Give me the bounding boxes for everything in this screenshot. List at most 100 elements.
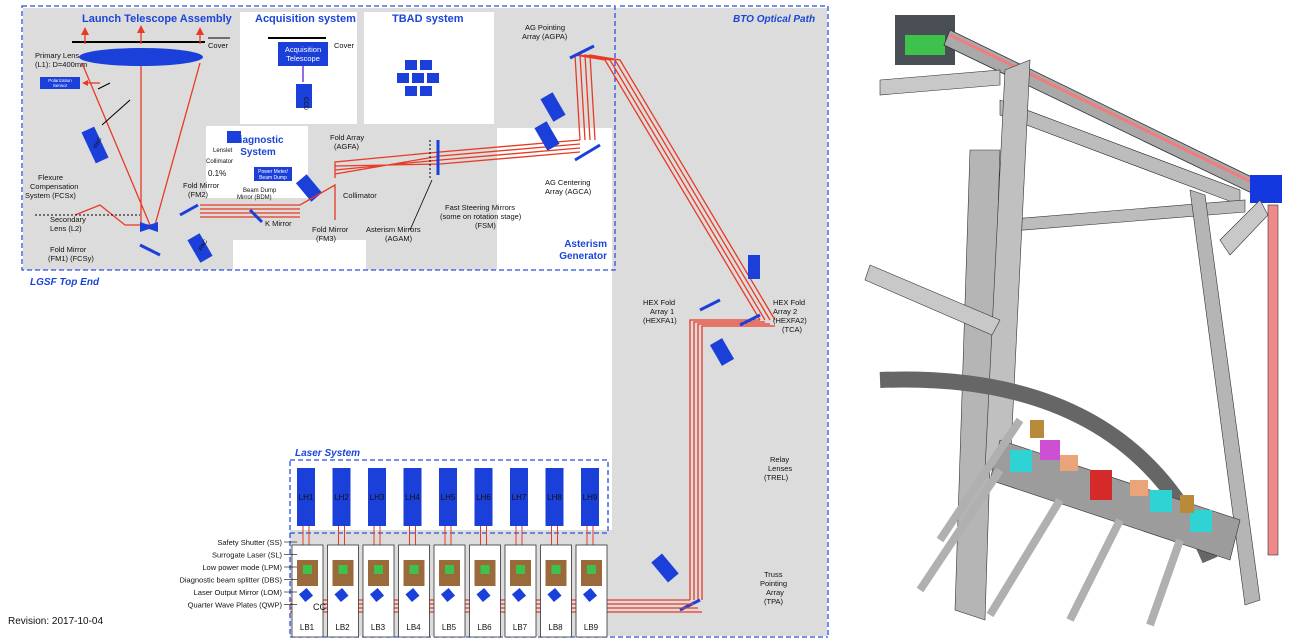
laser-output-mirror-icon xyxy=(334,587,349,603)
ccd-label: CCD xyxy=(302,97,308,111)
tbad-system xyxy=(397,60,439,96)
laser-bench-module xyxy=(374,565,383,574)
cover-label: Cover xyxy=(208,41,229,50)
laser-head-4 xyxy=(403,468,422,526)
laser-component-label: Safety Shutter (SS) xyxy=(217,538,282,547)
laser-bench-label: LB5 xyxy=(442,623,457,632)
laser-head-3 xyxy=(368,468,386,526)
fm1-label: Fold Mirror(FM1) (FCSy) xyxy=(48,245,94,263)
agfa-label: Fold Array(AGFA) xyxy=(330,133,364,151)
laser-head-1 xyxy=(297,468,315,526)
fm2-label: Fold Mirror(FM2) xyxy=(183,181,220,199)
laser-head-5 xyxy=(439,468,457,526)
power-meter-label: Power Meter/Beam Dump xyxy=(258,169,288,181)
laser-head-8 xyxy=(545,468,564,526)
laser-component-label: Diagnostic beam splitter (DBS) xyxy=(179,576,282,585)
cc-label: CC xyxy=(313,602,326,612)
laser-output-mirror-icon xyxy=(405,587,420,603)
laser-head-label: LH8 xyxy=(547,493,562,502)
cover2-label: Cover xyxy=(334,41,355,50)
asterism-generator: Fold Array(AGFA) Asterism Mirrors(AGAM) … xyxy=(330,23,776,321)
laser-bench-label: LB3 xyxy=(371,623,386,632)
primary-lens-label: Primary Lens(L1): D=400mm xyxy=(35,51,87,69)
kmirror-label: K Mirror xyxy=(265,219,292,228)
region-topend-title: LGSF Top End xyxy=(30,277,100,288)
laser-bench-module xyxy=(445,565,454,574)
region-laser-title: Laser System xyxy=(295,448,360,459)
laser-head-2 xyxy=(332,468,351,526)
laser-head-9 xyxy=(581,468,599,526)
lenslet-label: Lenslet xyxy=(213,148,233,154)
laser-component-labels: Safety Shutter (SS) Surrogate Laser (SL) L… xyxy=(179,538,297,610)
laser-bench-label: LB8 xyxy=(548,623,563,632)
pac-icon: PAC xyxy=(93,136,104,150)
laser-bench-module xyxy=(516,565,525,574)
laser-head-label: LH4 xyxy=(405,493,420,502)
laser-bench-module xyxy=(303,565,312,574)
laser-bench-module xyxy=(551,565,561,574)
laser-output-mirror-icon xyxy=(476,587,491,603)
laser-output-mirror-icon xyxy=(298,587,314,603)
laser-component-label: Laser Output Mirror (LOM) xyxy=(194,588,283,597)
region-tbad-title: TBAD system xyxy=(392,13,464,25)
laser-bench-label: LB6 xyxy=(477,623,492,632)
laser-component-label: Quarter Wave Plates (QWP) xyxy=(188,601,283,610)
pac-icon: PAC xyxy=(198,238,209,252)
laser-head-label: LH2 xyxy=(334,493,349,502)
laser-output-mirror-icon xyxy=(511,587,527,603)
laser-bench-module xyxy=(338,565,348,574)
laser-component-label: Low power mode (LPM) xyxy=(202,563,282,572)
laser-output-mirror-icon xyxy=(547,587,562,603)
laser-head-7 xyxy=(510,468,528,526)
laser-head-label: LH3 xyxy=(370,493,385,502)
laser-bench-label: LB4 xyxy=(406,623,421,632)
laser-bench-module xyxy=(480,565,490,574)
laser-output-mirror-icon xyxy=(369,587,385,603)
laser-head-label: LH9 xyxy=(583,493,598,502)
laser-head-label: LH7 xyxy=(512,493,527,502)
laser-bench-label: LB9 xyxy=(584,623,599,632)
laser-bench-module xyxy=(587,565,596,574)
collimator-b-label: Collimator xyxy=(343,191,377,200)
agam-label: Asterism Mirrors(AGAM) xyxy=(366,225,421,243)
laser-bench-module xyxy=(409,565,419,574)
pct-label: 0.1% xyxy=(208,169,226,178)
laser-head-label: LH5 xyxy=(441,493,456,502)
laser-output-mirror-icon xyxy=(582,587,598,603)
lgsf-3d-rendering xyxy=(864,15,1282,627)
laser-benches: LB1 LB2 LB3 LB4 LB5 LB6 LB7 LB8 LB9 xyxy=(291,544,608,638)
laser-output-mirror-icon xyxy=(440,587,456,603)
collimator-a-label: Collimator xyxy=(206,159,233,165)
region-acq-title: Acquisition system xyxy=(255,13,356,25)
fsm-label: Fast Steering Mirrors(some on rotation s… xyxy=(440,203,522,230)
laser-bench-label: LB7 xyxy=(513,623,528,632)
region-bto-title: BTO Optical Path xyxy=(733,14,815,25)
region-launch-title: Launch Telescope Assembly xyxy=(82,13,233,25)
laser-bench-label: LB1 xyxy=(300,623,315,632)
laser-bench-label: LB2 xyxy=(335,623,350,632)
laser-head-label: LH6 xyxy=(476,493,491,502)
laser-head-6 xyxy=(474,468,493,526)
diagnostic-system: Lenslet Collimator 0.1% Power Meter/Beam… xyxy=(200,131,377,243)
region-outlines xyxy=(21,5,829,638)
revision-label: Revision: 2017-10-04 xyxy=(8,616,103,627)
fm3-label: Fold Mirror(FM3) xyxy=(312,225,349,243)
laser-component-label: Surrogate Laser (SL) xyxy=(212,551,283,560)
laser-head-label: LH1 xyxy=(299,493,314,502)
